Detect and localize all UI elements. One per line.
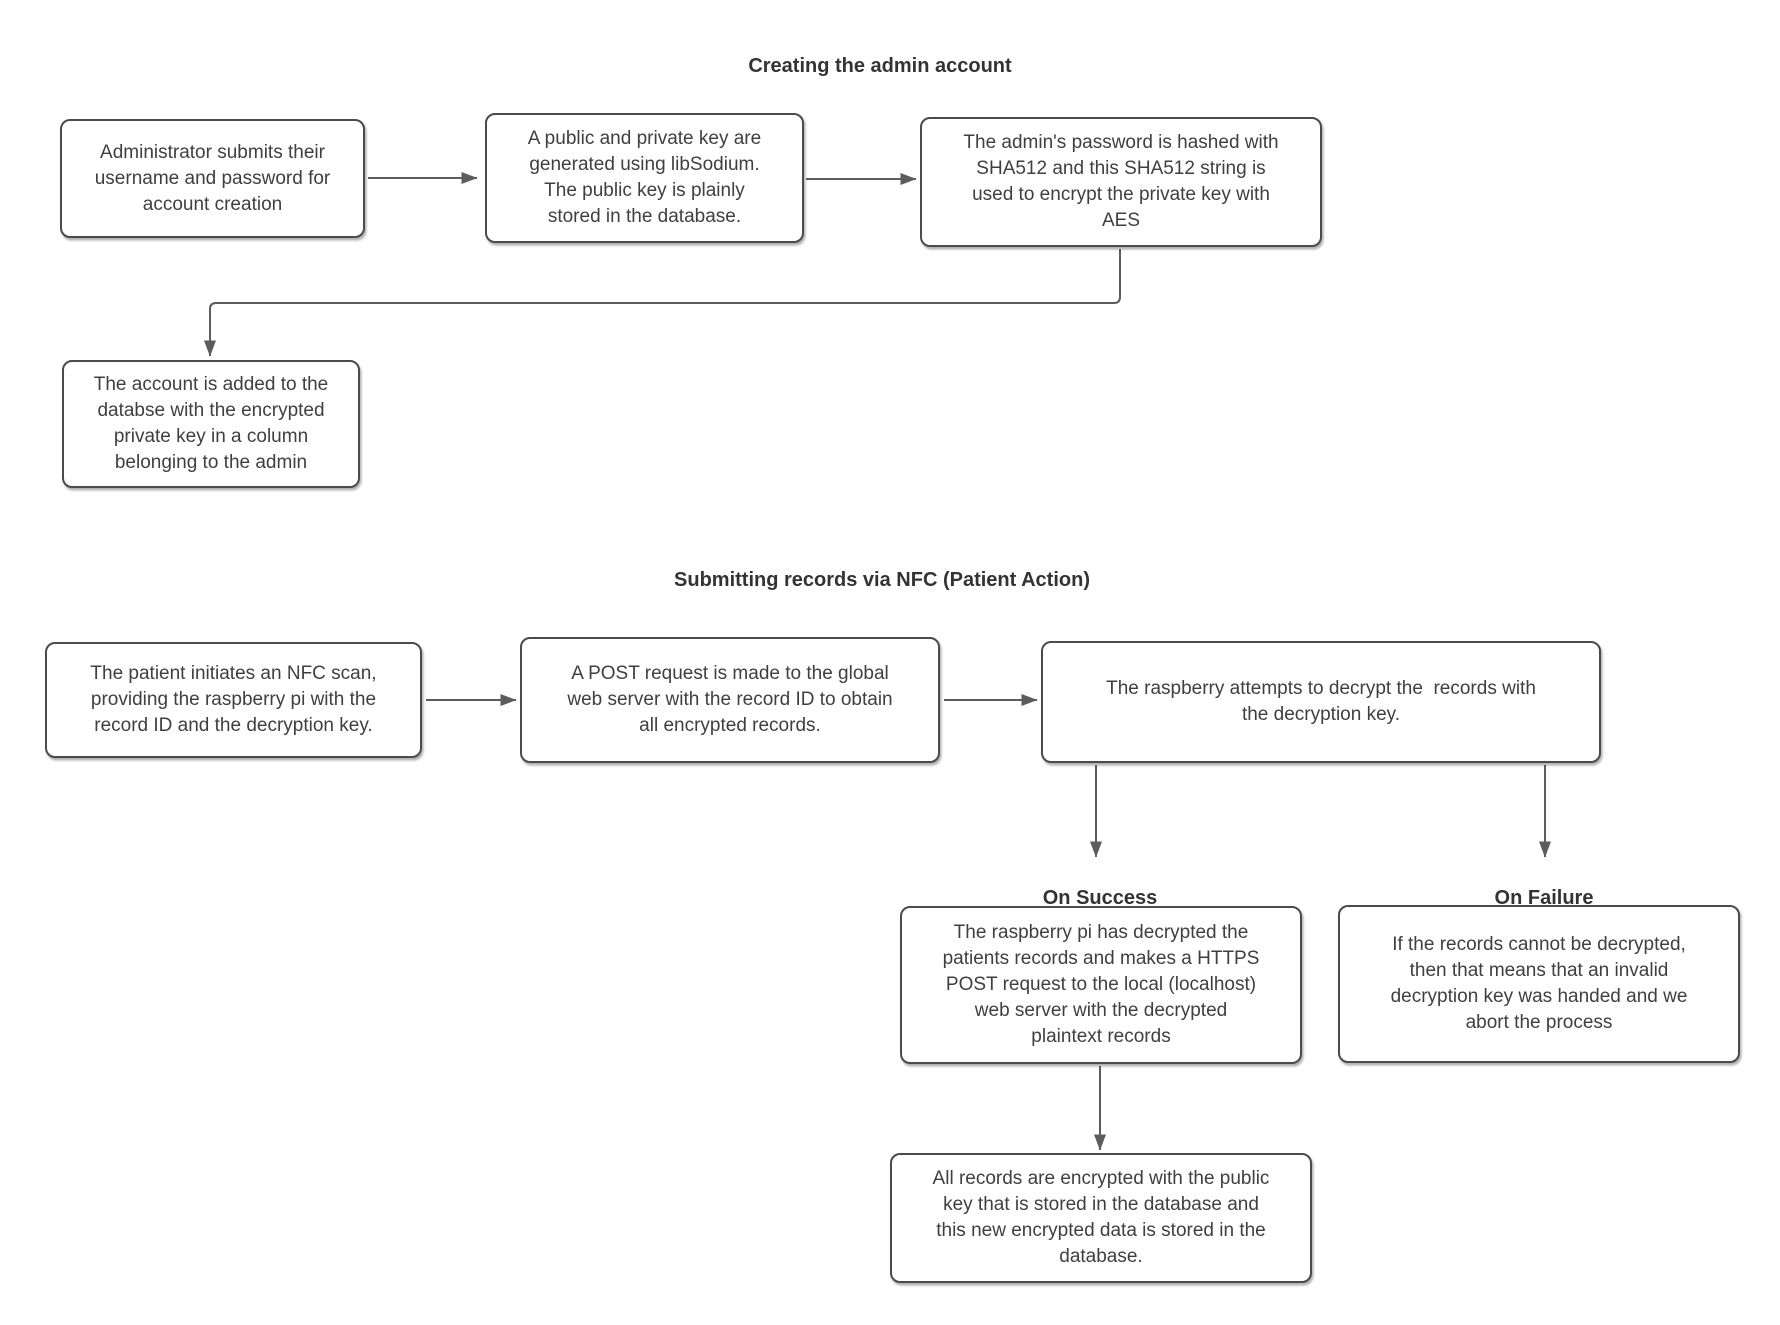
section-title-creating-admin-account: Creating the admin account (748, 55, 1012, 77)
node-patient-nfc-scan: The patient initiates an NFC scan, provi… (45, 642, 422, 758)
node-success-decrypted-post-local: The raspberry pi has decrypted the patie… (900, 906, 1302, 1064)
branch-label-on-success: On Success (1042, 887, 1158, 909)
node-failure-invalid-key-abort: If the records cannot be decrypted, then… (1338, 905, 1740, 1063)
arrow-password-hash-to-account-added (204, 249, 1121, 357)
node-raspberry-decrypt-attempt: The raspberry attempts to decrypt the re… (1041, 641, 1601, 763)
node-password-hashed-aes: The admin's password is hashed with SHA5… (920, 117, 1322, 247)
node-account-added-db: The account is added to the databse with… (62, 360, 360, 488)
section-title-submitting-records-nfc: Submitting records via NFC (Patient Acti… (674, 569, 1090, 591)
node-post-request-global-server: A POST request is made to the global web… (520, 637, 940, 763)
branch-label-on-failure: On Failure (1494, 887, 1594, 909)
node-records-encrypted-stored: All records are encrypted with the publi… (890, 1153, 1312, 1283)
node-keypair-generated: A public and private key are generated u… (485, 113, 804, 243)
node-admin-submits-credentials: Administrator submits their username and… (60, 119, 365, 238)
